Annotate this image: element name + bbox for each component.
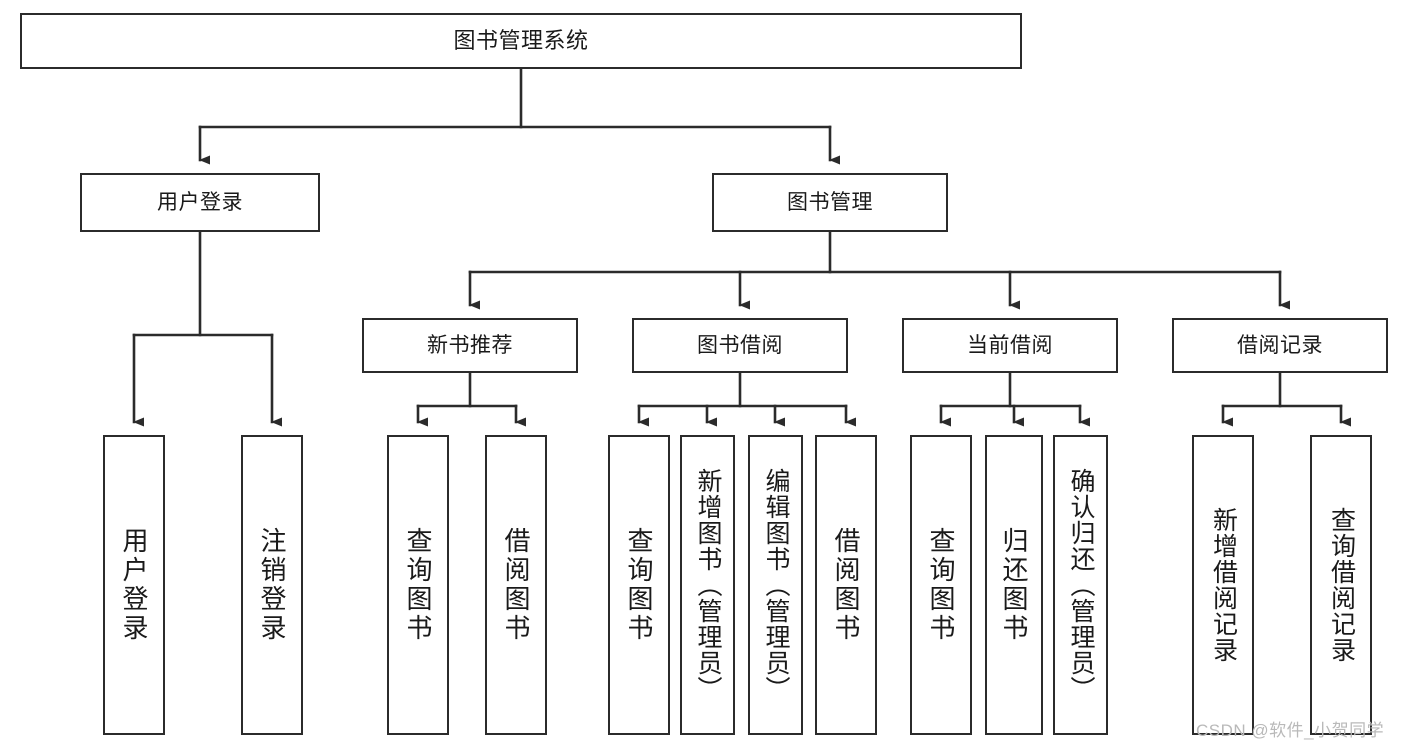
node-label: 查询借阅记录 <box>1327 507 1356 663</box>
node-root-system[interactable]: 图书管理系统 <box>20 13 1022 69</box>
node-label: 新增借阅记录 <box>1209 507 1238 663</box>
node-label: 图书管理 <box>787 190 873 214</box>
node-label: 用户登录 <box>157 190 243 214</box>
node-label: 用户登录 <box>119 527 150 643</box>
node-leaf-edit-book[interactable]: 编辑图书（管理员） <box>748 435 803 735</box>
node-leaf-add-record[interactable]: 新增借阅记录 <box>1192 435 1254 735</box>
node-label: 当前借阅 <box>967 333 1053 357</box>
node-leaf-return-book[interactable]: 归还图书 <box>985 435 1043 735</box>
node-label: 借阅图书 <box>501 527 532 643</box>
node-leaf-query-book-3[interactable]: 查询图书 <box>910 435 972 735</box>
node-leaf-add-book[interactable]: 新增图书（管理员） <box>680 435 735 735</box>
node-borrow-record[interactable]: 借阅记录 <box>1172 318 1388 373</box>
node-book-manage[interactable]: 图书管理 <box>712 173 948 232</box>
node-leaf-query-record[interactable]: 查询借阅记录 <box>1310 435 1372 735</box>
node-label: 归还图书 <box>999 527 1030 643</box>
node-label: 新增图书（管理员） <box>694 468 722 702</box>
node-leaf-query-book-1[interactable]: 查询图书 <box>387 435 449 735</box>
node-leaf-logout[interactable]: 注销登录 <box>241 435 303 735</box>
node-label: 借阅记录 <box>1237 333 1323 357</box>
node-label: 查询图书 <box>403 527 434 643</box>
node-user-login[interactable]: 用户登录 <box>80 173 320 232</box>
node-leaf-query-book-2[interactable]: 查询图书 <box>608 435 670 735</box>
node-label: 借阅图书 <box>831 527 862 643</box>
node-label: 查询图书 <box>624 527 655 643</box>
node-label: 图书借阅 <box>697 333 783 357</box>
node-label: 查询图书 <box>926 527 957 643</box>
node-current-borrow[interactable]: 当前借阅 <box>902 318 1118 373</box>
node-leaf-confirm-return[interactable]: 确认归还（管理员） <box>1053 435 1108 735</box>
node-leaf-borrow-book-1[interactable]: 借阅图书 <box>485 435 547 735</box>
node-label: 图书管理系统 <box>453 27 589 53</box>
node-leaf-borrow-book-2[interactable]: 借阅图书 <box>815 435 877 735</box>
node-leaf-user-login[interactable]: 用户登录 <box>103 435 165 735</box>
node-label: 新书推荐 <box>427 333 513 357</box>
node-label: 注销登录 <box>257 527 288 643</box>
csdn-watermark: CSDN @软件_小贺同学 <box>1196 721 1385 740</box>
node-label: 确认归还（管理员） <box>1067 468 1095 702</box>
node-label: 编辑图书（管理员） <box>762 468 790 702</box>
node-book-borrow[interactable]: 图书借阅 <box>632 318 848 373</box>
node-new-book-recommend[interactable]: 新书推荐 <box>362 318 578 373</box>
